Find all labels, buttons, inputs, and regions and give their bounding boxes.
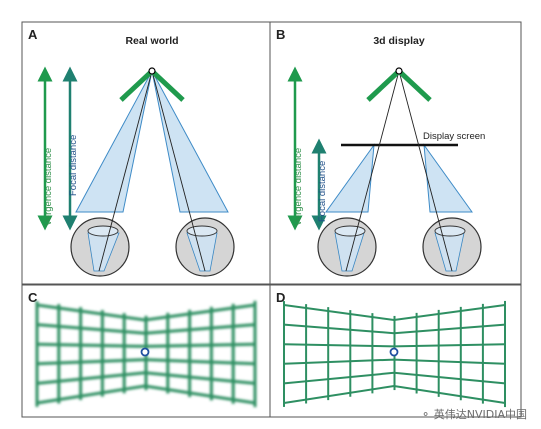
panel-d: D: [269, 284, 522, 418]
panel-a-letter: A: [28, 27, 38, 42]
panel-d-letter: D: [276, 290, 285, 305]
right-lens-b: [434, 225, 466, 237]
fixation-dot-d: [389, 347, 399, 357]
left-lens: [87, 225, 119, 237]
focal-distance-label: Focal distance: [68, 135, 79, 196]
panel-a: A Real world Vergence distance Focal dis…: [21, 21, 271, 285]
right-line-of-sight: [151, 70, 206, 272]
blurred-grid: [35, 300, 257, 408]
vergence-distance-label-b: Vergence distance: [293, 148, 304, 226]
fixation-point-b: [395, 67, 403, 75]
panel-b: B 3d display Vergence distance Focal dis…: [269, 21, 522, 285]
display-screen-label: Display screen: [423, 131, 485, 142]
panel-c: C: [21, 284, 271, 418]
left-line-of-sight: [98, 70, 153, 272]
left-line-of-sight-b: [345, 70, 400, 272]
panel-b-letter: B: [276, 27, 285, 42]
left-lens-b: [334, 225, 366, 237]
right-lens: [186, 225, 218, 237]
left-light-cone: [75, 70, 153, 213]
right-light-cone: [151, 70, 229, 213]
watermark-text: 英伟达NVIDIA中国: [433, 408, 527, 421]
vergence-distance-label: Vergence distance: [43, 148, 54, 226]
panel-a-title: Real world: [125, 35, 178, 47]
sharp-grid: [283, 300, 506, 408]
wechat-icon: ⚬: [421, 408, 431, 421]
left-light-cone-b: [325, 143, 375, 213]
fixation-dot-c: [140, 347, 150, 357]
right-light-cone-b: [423, 143, 473, 213]
focal-distance-label-b: Focal distance: [317, 161, 328, 222]
panel-b-title: 3d display: [373, 35, 425, 47]
panel-c-letter: C: [28, 290, 38, 305]
fixation-point: [148, 67, 156, 75]
right-line-of-sight-b: [398, 70, 453, 272]
watermark: ⚬ 英伟达NVIDIA中国: [421, 406, 527, 422]
